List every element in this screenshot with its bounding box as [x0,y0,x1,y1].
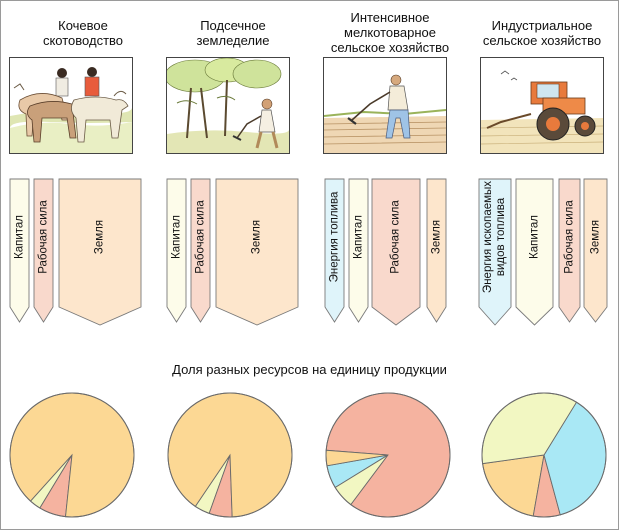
resource-arrow-label: Капитал [352,215,364,259]
resource-arrow-label: Капитал [528,215,540,259]
resource-arrow [215,178,299,326]
resource-arrow [371,178,421,326]
resource-arrow [558,178,581,323]
resource-arrow [190,178,211,323]
hoe-farmer-illustration [323,57,447,154]
resource-arrow-label: Земля [93,219,106,255]
title-line: земледелие [196,33,270,48]
title-line: Интенсивное [350,10,430,25]
pie-outline [167,392,293,518]
resource-arrow-label: Земля [589,219,601,255]
pie-outline [9,392,135,518]
resource-arrow [426,178,447,323]
resource-arrow [348,178,369,323]
resource-arrow-label: Капитал [170,215,182,259]
pie-outline [325,392,451,518]
resource-arrow [33,178,54,323]
title-line: Кочевое [58,18,108,33]
resource-arrow-label: Земля [250,219,263,255]
resource-arrows [9,178,608,326]
column-title-industrial: Индустриальное сельское хозяйство [467,18,617,48]
resource-arrow-label: Рабочая сила [563,200,575,274]
resource-arrow [58,178,142,326]
title-line: сельское хозяйство [482,33,602,48]
resource-arrow [166,178,187,323]
resource-arrow-label: Капитал [13,215,25,259]
nomads-cattle-illustration [9,57,133,154]
column-title-intensive: Интенсивное мелкотоварное сельское хозяй… [315,10,465,55]
resource-arrow [515,178,554,326]
resource-arrow [478,178,512,326]
tractor-illustration [480,57,604,154]
resource-arrow-label: Рабочая сила [389,200,402,274]
title-line: мелкотоварное [344,25,436,40]
pie-outline [481,392,607,518]
resource-arrow-label: Энергия ископаемых видов топлива [482,180,507,294]
title-line: сельское хозяйство [330,40,450,55]
resource-arrow [583,178,608,323]
resource-pies [9,392,607,518]
resource-arrow [324,178,345,323]
column-title-slash-burn: Подсечное земледелие [158,18,308,48]
column-title-nomadic: Кочевое скотоводство [8,18,158,48]
resource-arrow-label: Энергия топлива [328,191,340,283]
resource-arrow [9,178,30,323]
title-line: Подсечное [200,18,266,33]
pies-caption: Доля разных ресурсов на единицу продукци… [172,362,447,377]
title-line: Индустриальное [491,18,593,33]
resource-arrow-label: Рабочая сила [37,200,49,274]
resource-arrow-label: Земля [430,219,442,255]
slash-burn-farmer-illustration [166,57,290,154]
pie-slice [9,392,135,518]
title-line: скотоводство [42,33,124,48]
resource-arrow-label: Рабочая сила [194,200,206,274]
